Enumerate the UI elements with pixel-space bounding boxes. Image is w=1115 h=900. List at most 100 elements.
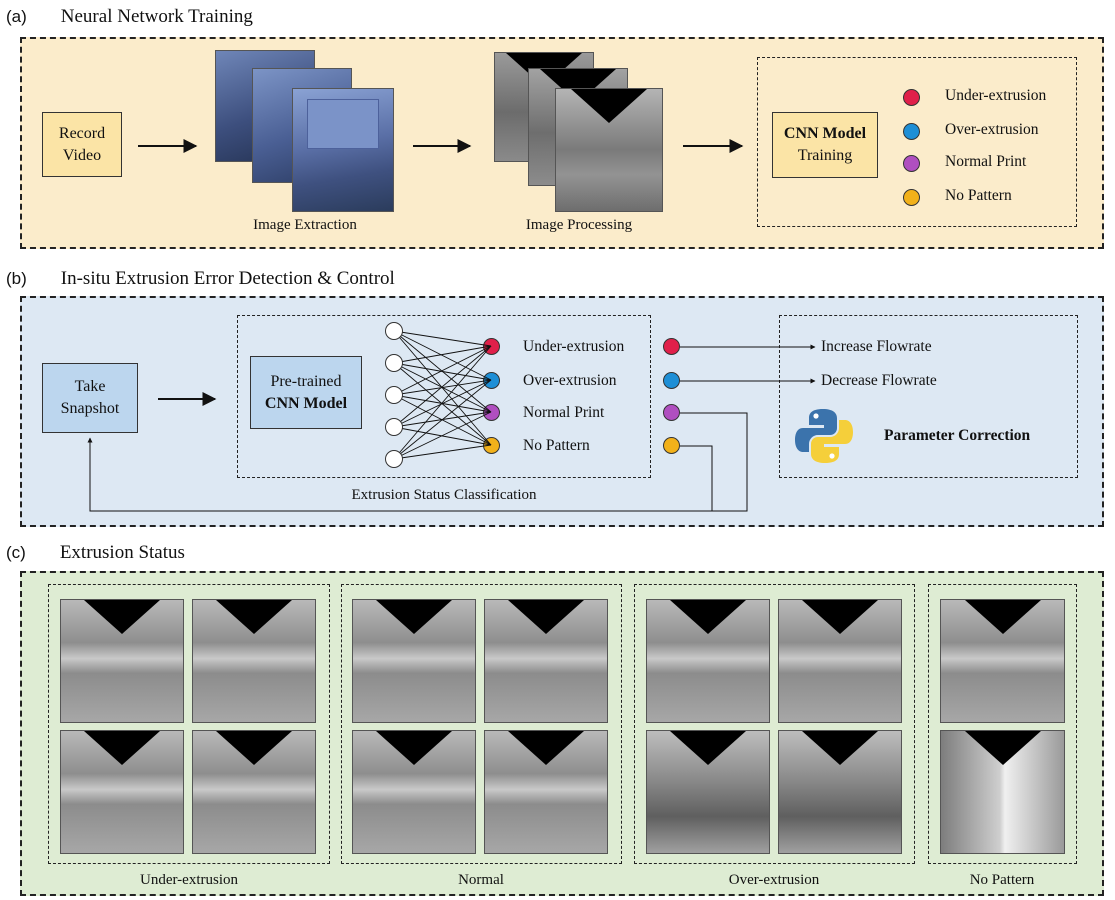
caption-no-pattern: No Pattern xyxy=(969,872,1035,888)
parameter-correction-label: Parameter Correction xyxy=(884,427,1031,444)
nozzle-icon xyxy=(216,600,292,634)
class-dot-over xyxy=(483,372,500,389)
network-edge xyxy=(393,345,492,364)
legend-a-dot-nopattern xyxy=(903,189,920,206)
panel-b xyxy=(20,296,1104,527)
extracted-frame-3 xyxy=(292,88,394,212)
panel-b-title: (b) In-situ Extrusion Error Detection & C… xyxy=(6,268,395,290)
legend-a-under: Under-extrusion xyxy=(945,87,1047,104)
nozzle-icon xyxy=(670,731,746,765)
class-nopattern-label: No Pattern xyxy=(523,437,590,454)
record-video-box: Record Video xyxy=(42,112,122,177)
legend-a-normal: Normal Print xyxy=(945,153,1027,170)
input-node xyxy=(385,418,403,436)
nozzle-icon xyxy=(964,731,1041,765)
nozzle-icon xyxy=(84,731,160,765)
class-over-label: Over-extrusion xyxy=(523,372,617,389)
group-no-pattern xyxy=(928,584,1077,864)
cnn-training-group xyxy=(757,57,1077,227)
input-node xyxy=(385,386,403,404)
photo-normal xyxy=(352,730,476,854)
network-edge xyxy=(393,379,492,428)
panel-b-tag: (b) xyxy=(6,269,27,288)
take-snapshot-box: Take Snapshot xyxy=(42,363,138,433)
legend-a-dot-over xyxy=(903,123,920,140)
photo-normal xyxy=(484,599,608,723)
take-snapshot-label: Take Snapshot xyxy=(60,378,120,417)
group-over-extrusion xyxy=(634,584,915,864)
classification-caption: Extrusion Status Classification xyxy=(351,487,537,503)
nozzle-icon xyxy=(216,731,292,765)
photo-no-pattern xyxy=(940,730,1065,854)
nozzle-icon xyxy=(802,731,878,765)
network-edge xyxy=(393,379,492,460)
cnn-training-sub: Training xyxy=(797,147,853,164)
network-edge xyxy=(393,345,492,460)
feedback-normal xyxy=(89,412,748,512)
parameter-correction-group xyxy=(779,315,1078,478)
photo-normal xyxy=(352,599,476,723)
cnn-training-box: CNN Model Training xyxy=(772,112,878,178)
legend-a-dot-normal xyxy=(903,155,920,172)
cnn-training-bold: CNN Model xyxy=(783,125,867,142)
caption-over-extrusion: Over-extrusion xyxy=(728,872,820,888)
legend-a-nopattern: No Pattern xyxy=(945,187,1012,204)
panel-a-heading: Neural Network Training xyxy=(60,6,253,27)
legend-a-dot-under xyxy=(903,89,920,106)
nozzle-icon xyxy=(802,600,878,634)
photo-no-pattern xyxy=(940,599,1065,723)
class-normal-label: Normal Print xyxy=(523,404,605,421)
photo-over-extrusion xyxy=(646,599,770,723)
photo-under-extrusion xyxy=(192,730,316,854)
network-edge xyxy=(393,330,492,381)
processed-frame-3 xyxy=(555,88,663,212)
input-node xyxy=(385,354,403,372)
output-dot-over xyxy=(663,372,680,389)
feedback-nopattern xyxy=(680,445,713,511)
nozzle-icon xyxy=(508,731,584,765)
nozzle-icon xyxy=(964,600,1041,634)
nozzle-icon xyxy=(376,600,452,634)
output-dot-nopattern xyxy=(663,437,680,454)
network-edges xyxy=(393,330,492,460)
group-under-extrusion xyxy=(48,584,330,864)
photo-under-extrusion xyxy=(60,599,184,723)
photo-over-extrusion xyxy=(778,599,902,723)
network-edge xyxy=(393,345,492,428)
image-processing-caption: Image Processing xyxy=(525,217,633,233)
group-normal xyxy=(341,584,622,864)
image-extraction-caption: Image Extraction xyxy=(253,217,357,233)
cnn-model-label: CNN Model xyxy=(264,394,348,412)
network-edge xyxy=(393,379,492,396)
network-edge xyxy=(393,330,492,347)
caption-under-extrusion: Under-extrusion xyxy=(139,872,239,888)
photo-over-extrusion xyxy=(778,730,902,854)
network-edge xyxy=(393,444,492,460)
increase-flowrate-label: Increase Flowrate xyxy=(821,338,932,355)
network-edge xyxy=(393,411,492,460)
class-under-label: Under-extrusion xyxy=(523,338,625,355)
nozzle-icon xyxy=(84,600,160,634)
photo-over-extrusion xyxy=(646,730,770,854)
python-logo-icon xyxy=(793,405,855,467)
classification-group xyxy=(237,315,651,478)
input-node xyxy=(385,450,403,468)
panel-c-tag: (c) xyxy=(6,543,26,562)
legend-a-over: Over-extrusion xyxy=(945,121,1039,138)
nozzle-icon xyxy=(508,600,584,634)
panel-a-tag: (a) xyxy=(6,7,27,26)
output-dot-under xyxy=(663,338,680,355)
photo-under-extrusion xyxy=(192,599,316,723)
input-node xyxy=(385,322,403,340)
pretrained-label: Pre-trained xyxy=(270,372,342,390)
nozzle-icon xyxy=(376,731,452,765)
network-edge xyxy=(393,362,492,381)
photo-under-extrusion xyxy=(60,730,184,854)
panel-b-heading: In-situ Extrusion Error Detection & Cont… xyxy=(60,268,395,289)
nozzle-icon xyxy=(670,600,746,634)
class-dot-normal xyxy=(483,404,500,421)
panel-c-heading: Extrusion Status xyxy=(59,542,185,563)
caption-normal: Normal xyxy=(458,872,504,888)
decrease-flowrate-label: Decrease Flowrate xyxy=(821,372,937,389)
